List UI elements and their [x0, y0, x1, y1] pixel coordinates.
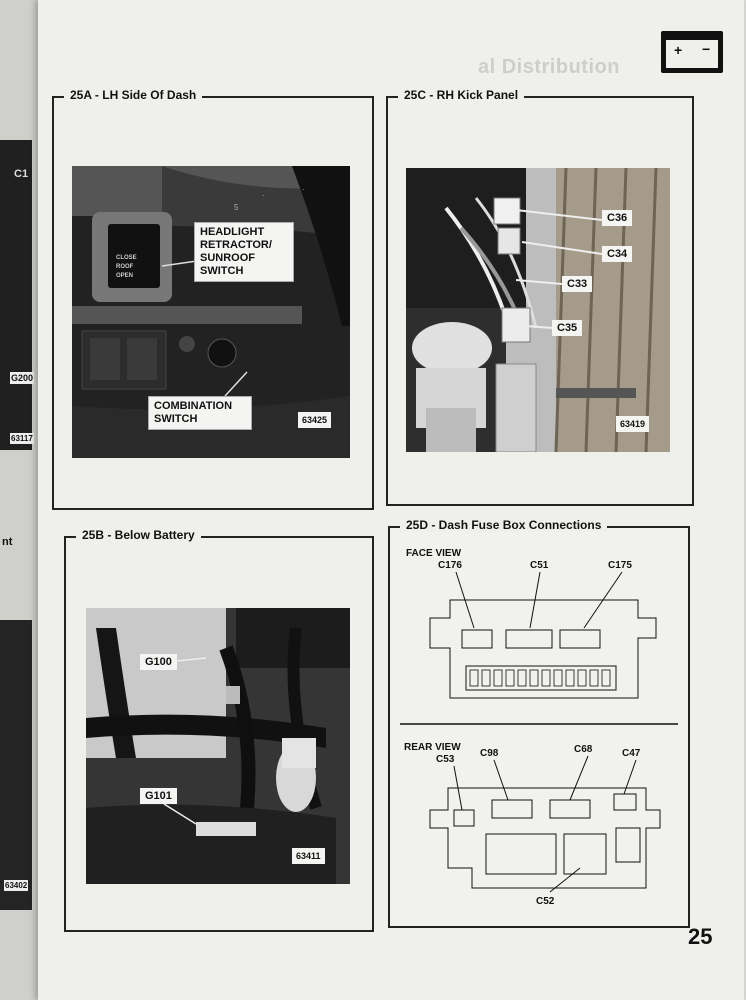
battery-minus-icon: −	[702, 41, 711, 57]
fuse-slot	[577, 669, 587, 687]
bleed-through-heading: al Distribution	[478, 56, 620, 78]
rear-view-outline	[429, 787, 661, 889]
rear-view-leaders	[453, 755, 637, 893]
callout-c36: C36	[602, 210, 633, 226]
battery-icon: + −	[661, 31, 723, 73]
label-c47: C47	[622, 748, 641, 759]
face-view-leaders	[455, 571, 623, 629]
label-c175: C175	[608, 560, 632, 571]
manual-page: al Distribution + − 25A - LH Side Of Das…	[38, 0, 744, 1000]
photo-lh-dash-drawing: 5 · ·	[72, 166, 350, 458]
callout-c34: C34	[602, 246, 633, 262]
fuse-slot	[505, 669, 515, 687]
fuse-slot	[565, 669, 575, 687]
fuse-slot	[589, 669, 599, 687]
strip-label-c1: C1	[14, 168, 29, 180]
strip-label-63117: 63117	[10, 433, 34, 444]
callout-combination-switch: COMBINATION SWITCH	[148, 396, 252, 430]
label-c52: C52	[536, 896, 555, 907]
fuse-slot	[553, 669, 563, 687]
fuse-slot	[517, 669, 527, 687]
strip-label-63402: 63402	[4, 880, 29, 891]
battery-terminal-icon	[701, 34, 711, 40]
fuse-slot	[469, 669, 479, 687]
panel-title-25c: 25C - RH Kick Panel	[398, 88, 525, 102]
face-view-label: FACE VIEW	[406, 548, 462, 559]
photo-rh-kick-panel: C36 C34 C33 C35 63419	[406, 168, 670, 452]
face-view-fuses	[469, 669, 611, 687]
battery-plus-icon: +	[674, 42, 683, 58]
panel-25d: 25D - Dash Fuse Box Connections FACE VIE…	[388, 518, 690, 928]
svg-text:·: ·	[302, 185, 305, 194]
battery-body-icon: + −	[666, 40, 718, 68]
label-c176: C176	[438, 560, 462, 571]
battery-terminal-icon	[671, 34, 681, 40]
callout-headlight-switch: HEADLIGHT RETRACTOR/ SUNROOF SWITCH	[194, 222, 294, 282]
panel-title-25d: 25D - Dash Fuse Box Connections	[400, 518, 608, 532]
rear-view-label: REAR VIEW	[404, 742, 461, 753]
label-c51: C51	[530, 560, 549, 571]
photo-number-63411: 63411	[292, 848, 325, 864]
label-c68: C68	[574, 744, 593, 755]
callout-g100: G100	[140, 654, 177, 670]
label-c53: C53	[436, 754, 455, 765]
page-number: 25	[688, 924, 713, 949]
strip-label-g200: G200	[10, 372, 35, 384]
strip-photo-top	[0, 140, 32, 450]
switch-label-close: CLOSE	[116, 255, 137, 261]
callout-c35: C35	[552, 320, 583, 336]
fuse-slot	[481, 669, 491, 687]
switch-label-roof: ROOF	[116, 264, 134, 270]
switch-label-open: OPEN	[116, 273, 134, 279]
fuse-slot	[493, 669, 503, 687]
fuse-slot	[541, 669, 551, 687]
svg-text:5: 5	[234, 203, 239, 212]
panel-title-25b: 25B - Below Battery	[76, 528, 201, 542]
panel-25a: 25A - LH Side Of Dash 5 · ·	[52, 88, 374, 510]
face-view-outline	[429, 599, 657, 699]
fuse-slot	[529, 669, 539, 687]
panel-title-25a: 25A - LH Side Of Dash	[64, 88, 203, 102]
photo-lh-dash: 5 · · CLOSE ROOF OPEN HEADLIGHT RETRACTOR/…	[72, 166, 350, 458]
panel-25b: 25B - Below Battery G100 G101	[64, 528, 374, 932]
callout-c33: C33	[562, 276, 593, 292]
fuse-slot	[601, 669, 611, 687]
panel-25c: 25C - RH Kick Panel	[386, 88, 694, 506]
photo-number-63425: 63425	[298, 412, 332, 428]
callout-g101: G101	[140, 788, 177, 804]
previous-page-strip: C1 G200 63117 nt 63402	[0, 0, 40, 1000]
photo-below-battery-drawing	[86, 608, 350, 884]
photo-number-63419: 63419	[616, 416, 650, 432]
svg-text:·: ·	[262, 191, 265, 200]
photo-below-battery: G100 G101 63411	[86, 608, 350, 884]
switch-face-labels: CLOSE ROOF OPEN	[116, 254, 137, 281]
label-c98: C98	[480, 748, 499, 759]
strip-photo-bottom	[0, 620, 32, 910]
fuse-box-diagram: FACE VIEW C176 C51 C175 REAR VIEW C53 C9…	[400, 548, 678, 907]
strip-label-nt: nt	[2, 536, 13, 548]
